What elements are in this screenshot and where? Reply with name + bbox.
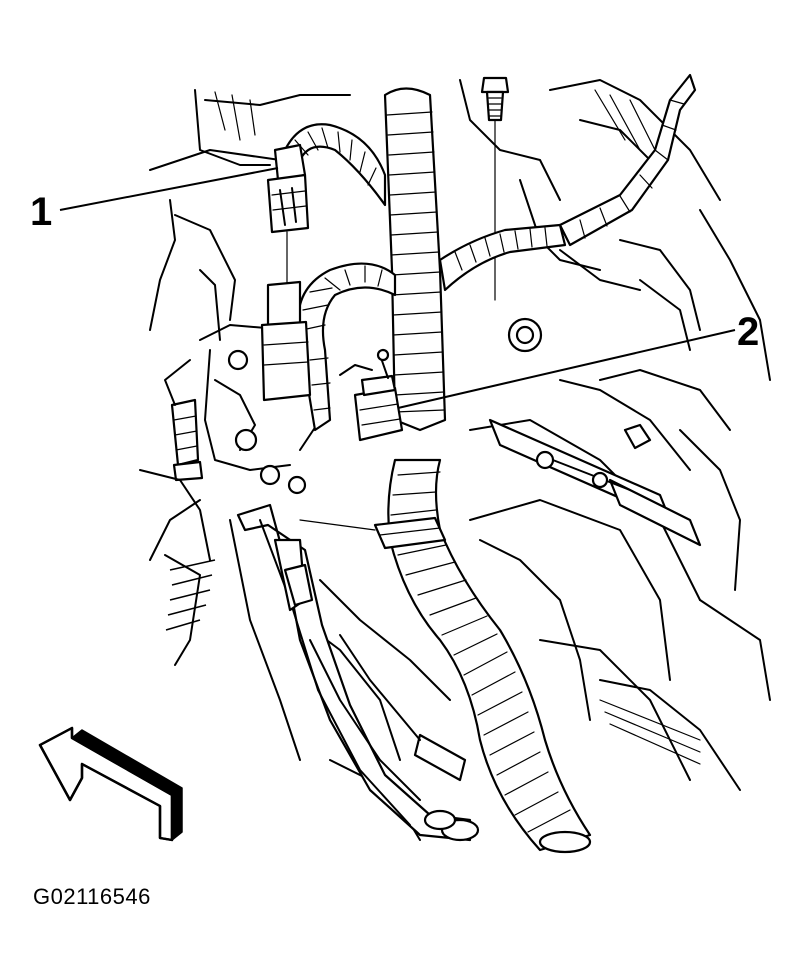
wire-harness-conduit: [283, 73, 697, 854]
figure-id: G02116546: [33, 884, 151, 909]
callout-1-leader: [59, 167, 279, 211]
front-direction-arrow-icon: [38, 726, 183, 842]
connector-2-assembly: [339, 348, 404, 442]
callout-leader-lines: [59, 167, 736, 409]
connector-1-assembly: [260, 143, 312, 402]
callout-1-label: 1: [30, 190, 53, 234]
callout-2-leader: [397, 329, 736, 409]
engine-background-lines: [139, 79, 771, 841]
callout-2-label: 2: [737, 310, 760, 354]
hose-tubes: [236, 503, 480, 842]
bolt-fastener: [480, 76, 543, 353]
